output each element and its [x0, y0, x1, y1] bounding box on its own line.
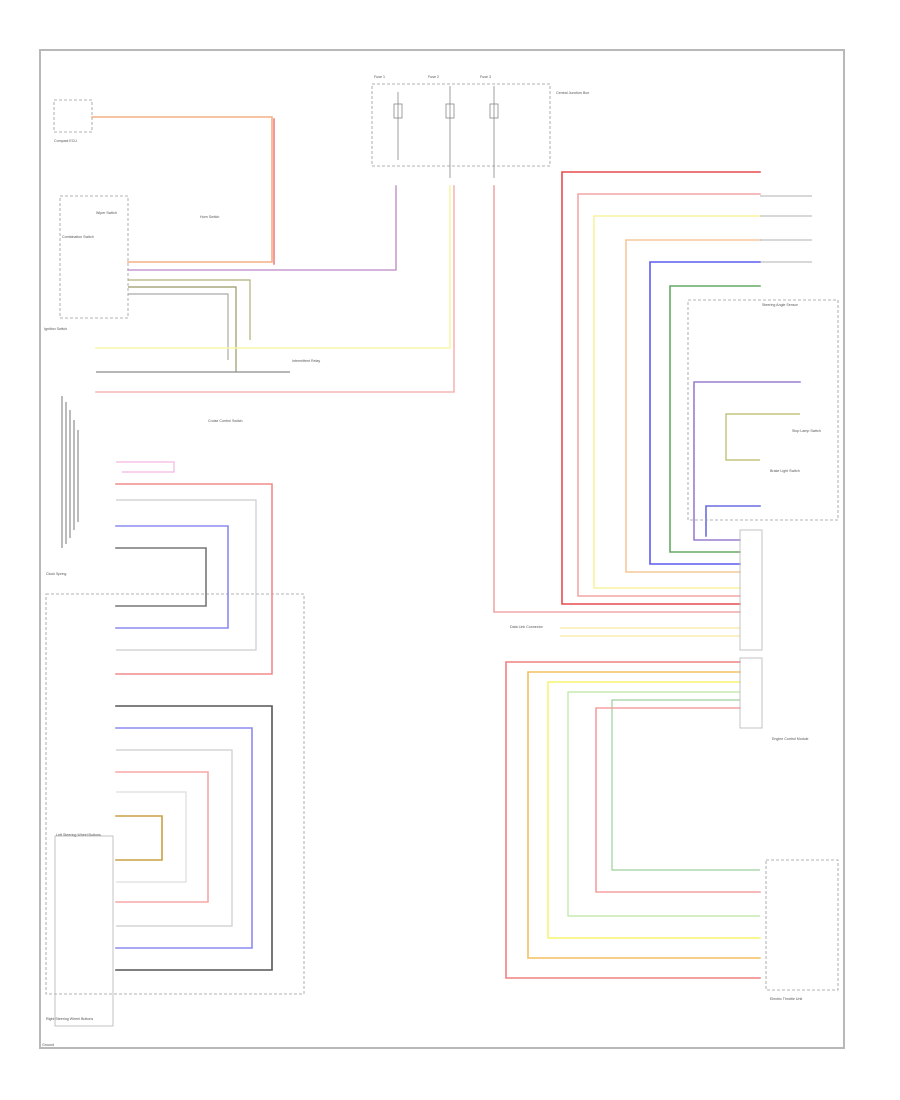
right-buttons-box	[54, 835, 114, 1027]
ecm-connector-box	[739, 529, 763, 651]
throttle-unit-box	[765, 859, 839, 991]
stop-lamp-switch-label: Stop Lamp Switch	[792, 429, 821, 433]
fuse-box-outline	[371, 83, 551, 167]
left-wires	[91, 116, 455, 971]
steering-angle-sensor-label: Steering Angle Sensor	[762, 303, 799, 307]
horn-switch-label: Horn Switch	[200, 215, 219, 219]
ground-label: Ground	[42, 1043, 54, 1047]
relay-label: Intermittent Relay	[292, 359, 320, 363]
left-buttons-box	[45, 593, 305, 995]
fuse-3-label: Fuse 3	[480, 75, 491, 79]
right-buttons-label: Right Steering Wheel Buttons	[46, 1017, 93, 1021]
engine-control-module-label: Engine Control Module	[772, 737, 809, 741]
combination-switch-box	[59, 195, 129, 319]
combination-switch-label: Combination Switch	[62, 235, 94, 239]
wiper-switch-label: Wiper Switch	[96, 211, 117, 215]
steering-angle-sensor-box	[687, 299, 839, 521]
brake-light-switch-label: Brake Light Switch	[770, 469, 800, 473]
fuse-box: Fuse 1 Fuse 2 Fuse 3 Central Junction Bo…	[371, 75, 589, 178]
left-buttons-label: Left Steering Wheel Buttons	[56, 833, 101, 837]
clock-spring	[61, 396, 79, 548]
left-components: Compact ECU Wiper Switch Horn Switch Com…	[42, 99, 320, 1047]
ignition-switch-label: Ignition Switch	[44, 327, 67, 331]
diagram-frame	[39, 49, 845, 1049]
data-link-connector-label: Data Link Connector	[510, 625, 544, 629]
right-wires	[493, 171, 801, 979]
compact-ecu-box	[53, 99, 93, 133]
compact-ecu-label: Compact ECU	[54, 139, 77, 143]
electric-throttle-unit-label: Electric Throttle Unit	[770, 997, 802, 1001]
right-components: Steering Angle Sensor Stop Lamp Switch B…	[510, 195, 839, 1001]
junction-box-label: Central Junction Box	[556, 91, 589, 95]
fuse-symbols	[393, 86, 499, 178]
ecm-lower-connector-box	[739, 657, 763, 729]
fuse-2-label: Fuse 2	[428, 75, 439, 79]
steering-wheel-label: Cruise Control Switch	[208, 419, 243, 423]
clock-spring-label: Clock Spring	[46, 572, 66, 576]
fuse-1-label: Fuse 1	[374, 75, 385, 79]
